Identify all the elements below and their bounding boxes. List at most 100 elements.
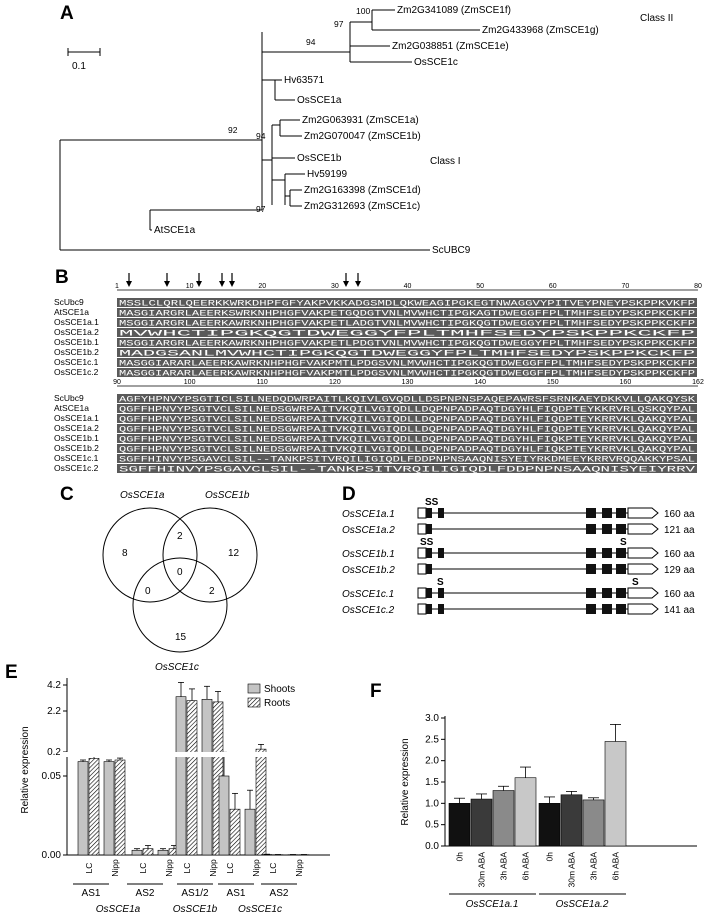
alignment-row-name: ScUbc9 bbox=[54, 297, 84, 307]
y-tick-label: 0.2 bbox=[47, 747, 61, 758]
exon-box bbox=[602, 588, 612, 598]
leaf-label: AtSCE1a bbox=[154, 225, 196, 236]
venn-count: 15 bbox=[175, 632, 187, 643]
alignment-row-name: OsSCE1a.2 bbox=[54, 423, 99, 433]
gene-model-label: OsSCE1b.1 bbox=[342, 549, 395, 560]
alignment-sequence: QGFFHPNVYPSGTVCLSILNEDSGWRPAITVKQILVGIQD… bbox=[119, 436, 695, 445]
utr3-box bbox=[627, 507, 659, 519]
alignment-row-name: OsSCE1b.2 bbox=[54, 443, 99, 453]
exon-box bbox=[616, 604, 626, 614]
bar-roots bbox=[255, 748, 267, 856]
alignment-row-name: AtSCE1a bbox=[54, 307, 89, 317]
exon-box bbox=[586, 548, 596, 558]
y-tick-label: 2.0 bbox=[425, 756, 439, 767]
alignment-row-name: OsSCE1c.1 bbox=[54, 453, 99, 463]
bootstrap-value: 97 bbox=[334, 19, 344, 29]
x-tick-label: LC bbox=[84, 863, 94, 874]
utr-box bbox=[417, 587, 427, 599]
x-tick-label: Nipp bbox=[294, 859, 304, 877]
class-i-label: Class I bbox=[430, 156, 461, 167]
y-axis-label: Relative expression bbox=[20, 726, 31, 813]
alignment-sequence: SGFFHINVYPSGAVCLSIL--TANKPSITVRQILIGIQDL… bbox=[119, 456, 695, 465]
alignment-ruler-label: 120 bbox=[329, 379, 341, 386]
bar bbox=[538, 803, 561, 847]
bar-shoots bbox=[218, 775, 230, 856]
exon-box bbox=[616, 564, 626, 574]
x-tick-label: 30m ABA bbox=[567, 852, 577, 888]
utr3-box bbox=[627, 547, 659, 559]
venn-diagram: OsSCE1a OsSCE1b OsSCE1c 8 12 15 2 0 2 0 bbox=[102, 490, 258, 673]
panel-label-b: B bbox=[55, 267, 69, 288]
protein-length: 129 aa bbox=[664, 565, 695, 576]
splice-site-marker: S bbox=[632, 577, 639, 588]
group-label: AS1 bbox=[82, 888, 101, 899]
exon-box bbox=[426, 588, 432, 598]
bootstrap-value: 92 bbox=[228, 125, 238, 135]
alignment-ruler-label: 80 bbox=[694, 283, 702, 290]
exon-box bbox=[438, 604, 444, 614]
venn-circle-b bbox=[162, 507, 258, 603]
alignment-sequence: QGFFHPNVYPSGTVCLSILNEDSGWRPAITVKQILVGIQD… bbox=[119, 446, 695, 455]
alignment-sequence: MASGIARGRLAEERKSWRKNHPHGFVAKPETGQDGTVNLM… bbox=[119, 310, 695, 319]
alignment-row-shading bbox=[117, 444, 697, 453]
alignment-ruler-label: 40 bbox=[404, 283, 412, 290]
alignment-ruler-label: 150 bbox=[547, 379, 559, 386]
bar-shoots bbox=[201, 698, 213, 856]
bar-shoots bbox=[131, 849, 143, 856]
panel-label-d: D bbox=[342, 484, 356, 505]
alignment-row-shading bbox=[117, 394, 697, 403]
leaf-label: Zm2G312693 (ZmSCE1c) bbox=[304, 201, 420, 212]
exon-box bbox=[602, 548, 612, 558]
alignment-row-name: OsSCE1a.1 bbox=[54, 317, 99, 327]
exon-box bbox=[616, 524, 626, 534]
y-tick-label: 0.05 bbox=[42, 771, 62, 782]
utr-box bbox=[417, 563, 427, 575]
alignment-row-shading bbox=[117, 404, 697, 413]
site-arrow bbox=[343, 281, 349, 287]
exon-box bbox=[426, 604, 432, 614]
alignment-row-name: OsSCE1c.2 bbox=[54, 367, 99, 377]
legend-swatch-shoots bbox=[247, 683, 261, 694]
panel-label-c: C bbox=[60, 484, 74, 505]
alignment-row-shading bbox=[117, 298, 697, 307]
exon-box bbox=[426, 548, 432, 558]
y-tick-label: 0.00 bbox=[42, 850, 62, 861]
utr-box bbox=[417, 603, 427, 615]
alignment-row-shading bbox=[117, 318, 697, 327]
bar-shoots bbox=[157, 849, 169, 856]
venn-label-a: OsSCE1a bbox=[120, 490, 165, 501]
bootstrap-value: 94 bbox=[256, 131, 266, 141]
alignment-ruler-label: 60 bbox=[549, 283, 557, 290]
gene-model-label: OsSCE1b.2 bbox=[342, 565, 395, 576]
alignment-ruler-label: 100 bbox=[184, 379, 196, 386]
leaf-label: OsSCE1b bbox=[297, 153, 342, 164]
alignment-row-shading bbox=[117, 338, 697, 347]
y-tick-label: 2.2 bbox=[47, 706, 61, 717]
leaf-label: Hv63571 bbox=[284, 75, 324, 86]
x-tick-label: LC bbox=[182, 863, 192, 874]
bootstrap-value: 100 bbox=[356, 6, 370, 16]
venn-count: 2 bbox=[209, 586, 215, 597]
alignment-row-name: OsSCE1a.1 bbox=[54, 413, 99, 423]
legend-label: Shoots bbox=[264, 684, 295, 695]
splice-site-marker: S bbox=[437, 577, 444, 588]
x-tick-label: LC bbox=[138, 863, 148, 874]
group-label: AS2 bbox=[270, 888, 289, 899]
alignment-row-name: OsSCE1c.1 bbox=[54, 357, 99, 367]
alignment-sequence: MASGGIARARLAEERKAWRKNHPHGFVAKPMTLPDGSVNL… bbox=[119, 360, 695, 369]
panel-label-e: E bbox=[5, 662, 18, 683]
alignment-ruler-label: 10 bbox=[186, 283, 194, 290]
leaf-label: Zm2G038851 (ZmSCE1e) bbox=[392, 41, 509, 52]
x-tick-label: 0h bbox=[455, 852, 465, 862]
venn-label-b: OsSCE1b bbox=[205, 490, 250, 501]
group-label: AS1 bbox=[227, 888, 246, 899]
alignment-row-name: AtSCE1a bbox=[54, 403, 89, 413]
exon-box bbox=[438, 508, 444, 518]
utr-box bbox=[417, 507, 427, 519]
gene-group-label: OsSCE1b bbox=[173, 904, 218, 915]
bootstrap-value: 97 bbox=[256, 204, 266, 214]
alignment-ruler-label: 70 bbox=[621, 283, 629, 290]
exon-box bbox=[586, 588, 596, 598]
panel-label-a: A bbox=[60, 3, 74, 24]
